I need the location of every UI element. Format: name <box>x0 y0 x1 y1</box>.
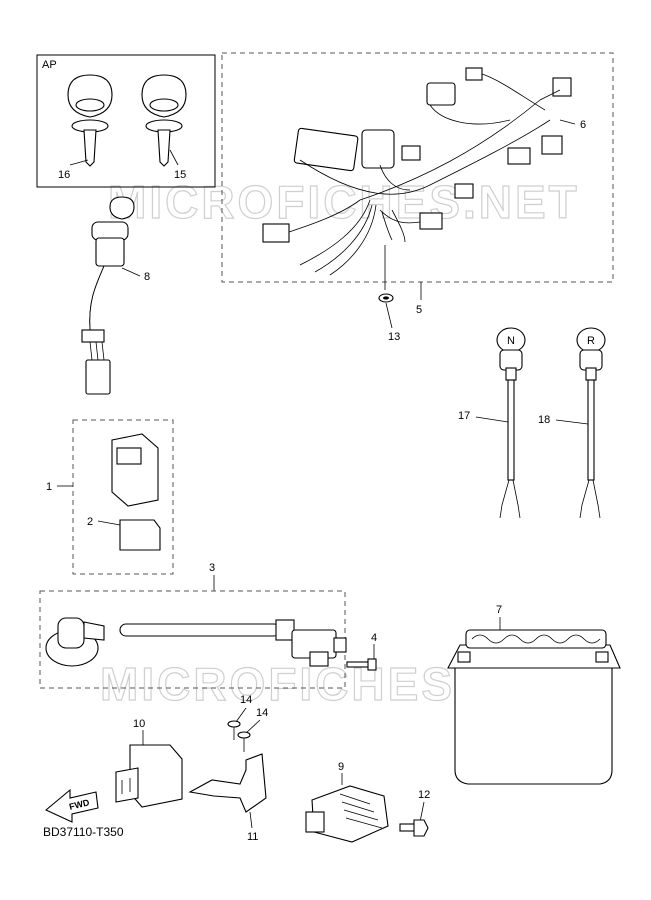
callout-3: 3 <box>209 562 215 574</box>
rectifier-regulator-9: 9 <box>305 761 389 843</box>
rubber-holder-2 <box>119 519 161 551</box>
screw-14b: 14 <box>237 707 268 752</box>
ap-label: AP <box>42 59 57 71</box>
callout-12: 12 <box>418 789 430 801</box>
ignition-coil-group-3: 3 <box>39 562 347 689</box>
callout-18: 18 <box>538 414 550 426</box>
high-tension-lead <box>119 623 281 637</box>
key-16 <box>67 74 113 167</box>
battery-7: 7 <box>447 604 621 785</box>
callout-6: 6 <box>580 119 586 131</box>
neutral-switch-17: N 17 <box>458 327 526 519</box>
callout-8: 8 <box>144 271 150 283</box>
watermark-top: MICROFICHES.NET <box>108 176 580 228</box>
switch-letter-n: N <box>507 335 515 347</box>
harness-coupler-i <box>262 223 290 243</box>
callout-14a: 14 <box>240 694 252 706</box>
harness-coupler-h <box>419 212 443 230</box>
harness-coupler-d <box>552 77 572 97</box>
callout-17: 17 <box>458 410 470 422</box>
callout-7: 7 <box>496 604 502 616</box>
main-switch-8: 8 <box>81 196 150 395</box>
harness-coupler-b <box>426 82 456 106</box>
callout-5: 5 <box>416 304 422 316</box>
callout-10: 10 <box>133 718 145 730</box>
fwd-label: FWD <box>68 797 91 812</box>
grommet-13: 13 <box>378 293 400 343</box>
harness-module <box>293 127 359 172</box>
callout-1: 1 <box>46 481 52 493</box>
ap-key-box: AP 16 15 <box>36 54 216 188</box>
harness-coupler-e <box>541 135 563 155</box>
fwd-arrow: FWD <box>44 788 99 823</box>
wire-harness-group: 5 6 <box>221 52 614 316</box>
bracket-11: 11 <box>188 753 267 843</box>
callout-15: 15 <box>174 169 186 181</box>
cdi-unit <box>111 433 159 507</box>
reverse-switch-18: R 18 <box>538 327 606 519</box>
callout-13: 13 <box>388 331 400 343</box>
key-15 <box>141 74 187 167</box>
bolt-4: 4 <box>346 632 377 671</box>
harness-coupler-large <box>361 129 395 169</box>
bolt-12: 12 <box>399 789 430 837</box>
harness-coupler-c <box>465 67 483 81</box>
callout-16: 16 <box>58 169 70 181</box>
callout-2: 2 <box>87 516 93 528</box>
harness-coupler-f <box>507 147 531 165</box>
callout-4: 4 <box>371 632 377 644</box>
starter-relay-10: 10 <box>115 718 183 808</box>
switch-letter-r: R <box>587 335 595 347</box>
screw-14a: 14 <box>227 694 252 740</box>
callout-11: 11 <box>247 831 258 843</box>
harness-coupler-a <box>401 145 421 161</box>
harness-coupler-g <box>454 183 474 199</box>
diagram-code: BD37110-T350 <box>43 825 124 839</box>
cdi-unit-group-1: 1 2 <box>46 419 174 575</box>
callout-14b: 14 <box>256 707 268 719</box>
callout-9: 9 <box>338 761 344 773</box>
